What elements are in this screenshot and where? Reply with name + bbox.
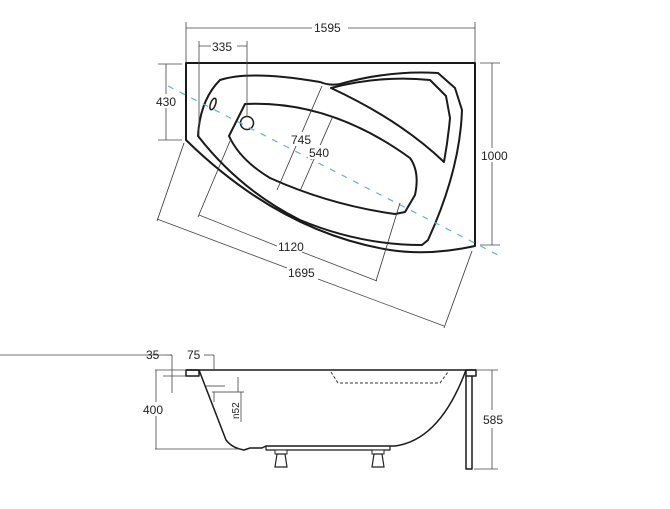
dim-label-1000: 1000: [481, 149, 508, 163]
dim-label-35: 35: [146, 348, 160, 362]
dim-inner-length: 1120: [197, 140, 401, 282]
dim-overflow-height: n52: [231, 392, 242, 422]
dim-label-745: 745: [291, 133, 311, 147]
dim-rim-width: 75: [187, 348, 215, 370]
dim-label-n52: n52: [231, 402, 242, 419]
rim-left-block: [185, 369, 200, 377]
dim-left-height: 430: [154, 63, 182, 141]
dim-drain-offset: 335: [198, 39, 248, 136]
headrest-dashed-profile: [330, 371, 449, 384]
dim-label-540: 540: [309, 146, 329, 160]
apron-panel: [465, 376, 473, 470]
diagonal-centerline: [167, 85, 499, 256]
tub-outer-outline: [185, 62, 476, 254]
dim-label-585: 585: [483, 413, 503, 427]
overflow-marks: [205, 377, 244, 402]
dim-inner-widths: 745 540: [276, 85, 334, 192]
dim-overall-height: 585: [474, 369, 503, 470]
overflow-icon: [209, 97, 217, 111]
dim-rim-thickness: 35: [0, 348, 186, 393]
dim-label-1120: 1120: [278, 240, 304, 254]
basin-outline: [228, 102, 418, 215]
dim-label-1695: 1695: [288, 266, 315, 280]
headrest-outline: [330, 77, 451, 163]
foot-left: [274, 449, 288, 468]
bottom-panel: [265, 446, 391, 451]
top-view: 1595 335 430 1000: [154, 20, 512, 329]
dim-label-335: 335: [212, 40, 232, 54]
dim-overall-width: 1595: [185, 20, 476, 62]
dim-label-400: 400: [143, 403, 163, 417]
side-view: 35 75 400 n52 585: [0, 348, 503, 470]
dim-overall-depth: 1000: [480, 62, 512, 246]
dim-outer-length: 1695: [156, 142, 473, 329]
drain-icon: [239, 115, 255, 131]
rim-right-block: [465, 369, 477, 377]
dim-label-1595: 1595: [314, 21, 341, 35]
foot-right: [371, 449, 385, 468]
dim-label-75: 75: [187, 348, 201, 362]
dim-label-430: 430: [156, 95, 176, 109]
dim-inner-depth: 400: [143, 369, 242, 450]
